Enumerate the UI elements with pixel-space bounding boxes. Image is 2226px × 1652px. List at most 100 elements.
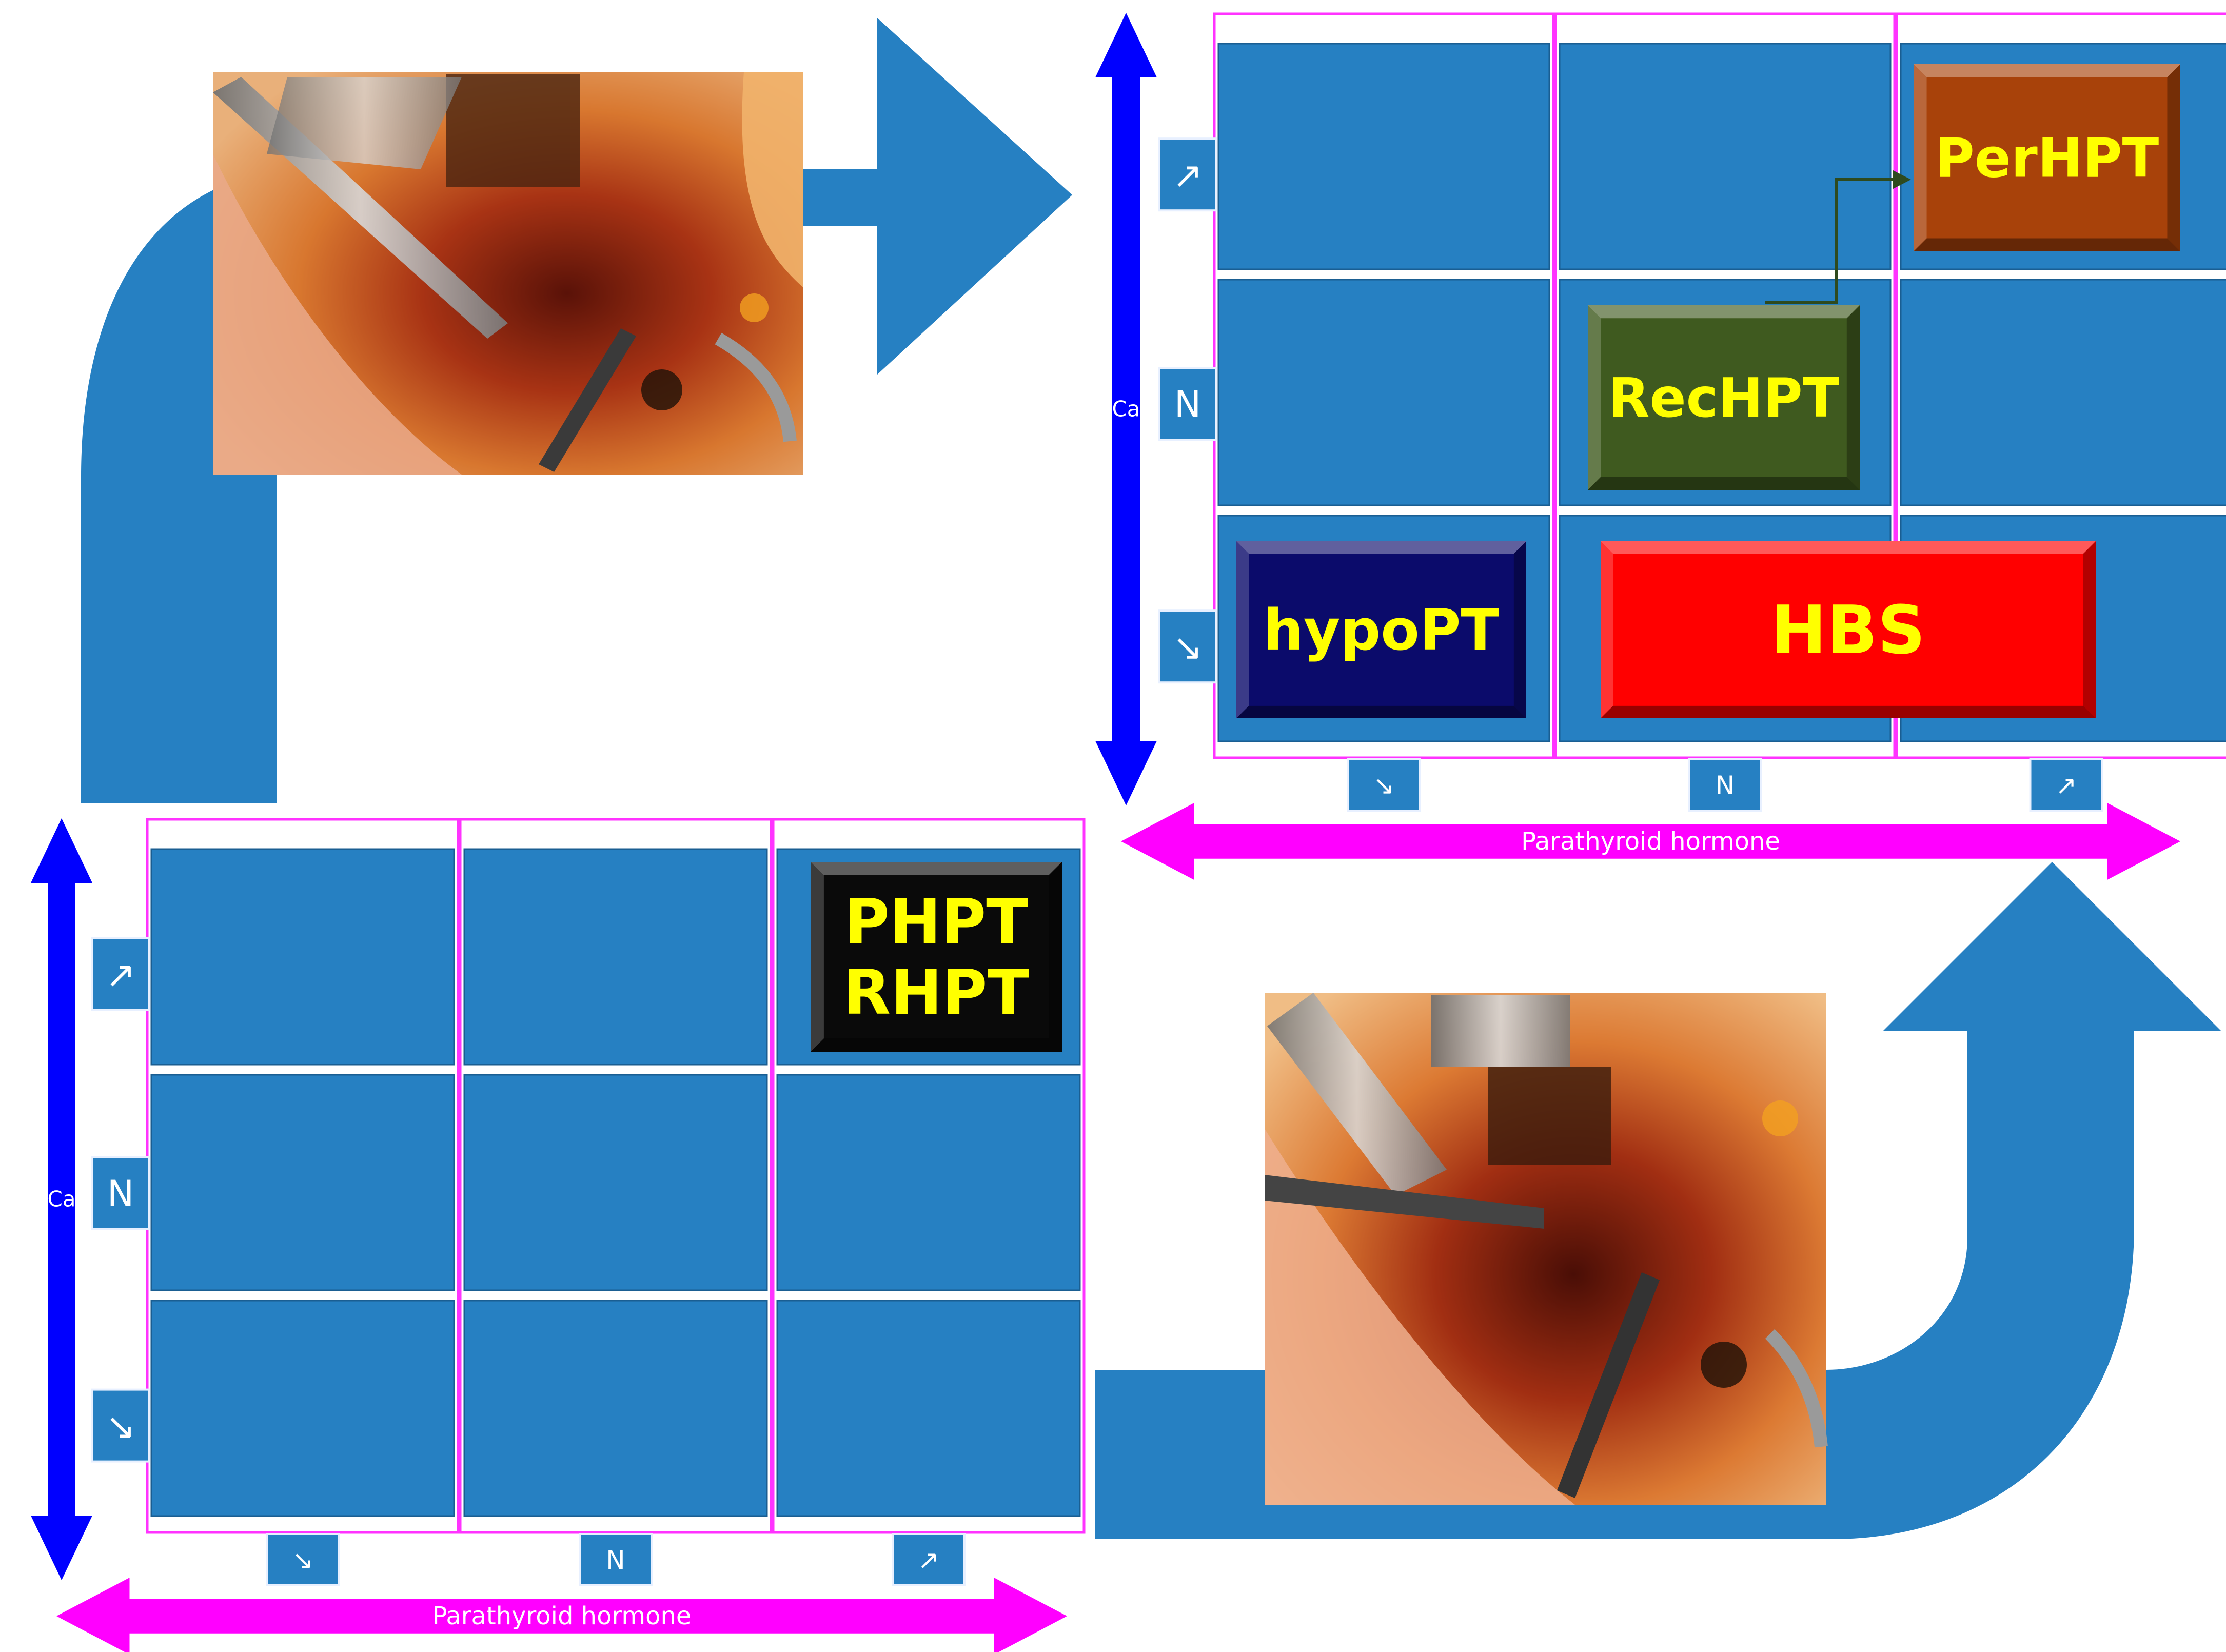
pre-op-row-marker-1-label: N: [107, 1173, 134, 1215]
post-op-row-marker-1: N: [1158, 367, 1217, 441]
pre-op-column-marker-0-label: ↘: [292, 1545, 313, 1575]
connector-arrowhead: [1893, 170, 1911, 189]
rechpt-box: RecHPT: [1588, 305, 1860, 490]
rechpt-box-bevel-right: [1846, 305, 1860, 490]
pre-op-column-marker-1: N: [579, 1533, 653, 1586]
hypopt-box: hypoPT: [1236, 541, 1526, 718]
post-op-column-outline-2: [1895, 12, 2226, 759]
rechpt-box-bevel-top: [1588, 305, 1860, 319]
perhpt-box-bevel-left: [1914, 64, 1927, 251]
pre-op-column-marker-1-box: [579, 1533, 653, 1586]
pre-op-column-marker-2: ↗: [892, 1533, 966, 1586]
hbs-box-bevel-right: [2083, 541, 2096, 718]
perhpt-box-bevel-bottom: [1914, 238, 2180, 251]
phpt-rhpt-box-text-1: RHPT: [843, 957, 1030, 1029]
pre-op-column-outline-1: [459, 818, 773, 1534]
pre-op-cell-r2-c1: [463, 1300, 768, 1517]
pre-op-cell-r2-c0: [150, 1300, 455, 1517]
rechpt-box-bevel-left: [1588, 305, 1601, 490]
phpt-rhpt-box-bevel-bottom: [811, 1038, 1062, 1052]
post-op-cell-r1-c2: [1900, 279, 2226, 506]
post-op-column-marker-1: N: [1688, 758, 1762, 812]
pre-op-row-marker-2-label: ↘: [106, 1405, 136, 1447]
post-op-column-marker-0-label: ↘: [1373, 771, 1395, 800]
post-op-column-marker-0: ↘: [1347, 758, 1421, 812]
hbs-box-bevel-left: [1601, 541, 1613, 718]
post-op-pth-axis-shape: [1121, 803, 2180, 880]
hypopt-box-bevel-left: [1236, 541, 1249, 718]
pre-op-cell-r0-c0: [150, 848, 455, 1066]
pre-op-column-marker-0: ↘: [266, 1533, 340, 1586]
pre-op-row-marker-2-box: [91, 1388, 150, 1463]
post-op-column-marker-1-label: N: [1716, 771, 1735, 800]
post-op-ca-axis-label: Ca: [1112, 397, 1140, 422]
perhpt-box-bevel-top: [1914, 64, 2180, 77]
pre-op-cell-r1-c1: [463, 1074, 768, 1291]
intraoperative-photo-bottom: [1265, 993, 1828, 1505]
post-op-row-marker-2-label: ↘: [1173, 626, 1203, 668]
phpt-rhpt-box-text-0: PHPT: [844, 887, 1028, 958]
pre-op-cell-r1-c2: [776, 1074, 1081, 1291]
post-op-row-marker-2: ↘: [1158, 609, 1217, 684]
post-op-row-marker-1-label: N: [1174, 383, 1201, 425]
pre-op-row-marker-2: ↘: [91, 1388, 150, 1463]
pre-op-ca-axis-shape: [31, 818, 92, 1580]
post-op-pth-axis-label: Parathyroid hormone: [1521, 827, 1780, 856]
hypopt-box-text-0: hypoPT: [1264, 597, 1500, 663]
post-op-cell-r0-c1: [1559, 43, 1892, 270]
phpt-rhpt-box-face: [811, 862, 1062, 1052]
pre-op-cell-r2-c2: [776, 1300, 1081, 1517]
pre-op-row-marker-1: N: [91, 1156, 150, 1230]
hbs-box-bevel-top: [1601, 541, 2096, 554]
post-op-row-marker-1-box: [1158, 367, 1217, 441]
pre-op-pth-axis-label: Parathyroid hormone: [432, 1602, 692, 1630]
pre-op-ca-axis: Ca: [31, 818, 92, 1580]
pre-op-cell-r0-c1: [463, 848, 768, 1066]
hypopt-box-bevel-bottom: [1236, 705, 1526, 718]
pre-op-row-marker-0-label: ↗: [106, 954, 136, 996]
rechpt-box-text-0: RecHPT: [1608, 367, 1840, 429]
post-op-column-marker-2-box: [2029, 758, 2103, 812]
post-op-column-outline-1: [1554, 12, 1896, 759]
pre-op-pth-axis: Parathyroid hormone: [56, 1578, 1067, 1652]
rechpt-box-bevel-bottom: [1588, 477, 1860, 490]
perhpt-box: PerHPT: [1914, 64, 2180, 251]
phpt-rhpt-box-bevel-right: [1049, 862, 1062, 1052]
pre-op-ca-axis-label: Ca: [47, 1187, 75, 1212]
intraoperative-photo-top: [213, 72, 803, 475]
pre-op-column-marker-1-label: N: [606, 1545, 625, 1575]
perhpt-box-face: [1914, 64, 2180, 251]
hbs-box-bevel-bottom: [1601, 705, 2096, 718]
recurrence-to-persistence-connector: [1765, 170, 1911, 304]
pre-op-row-marker-0-box: [91, 937, 150, 1011]
post-op-row-marker-0-label: ↗: [1173, 154, 1203, 196]
hypopt-box-bevel-right: [1513, 541, 1526, 718]
post-op-ca-axis: Ca: [1095, 13, 1157, 805]
post-op-cell-r0-c0: [1217, 43, 1550, 270]
post-op-column-marker-0-box: [1347, 758, 1421, 812]
pre-op-row-marker-0: ↗: [91, 937, 150, 1011]
post-op-row-marker-0: ↗: [1158, 137, 1217, 212]
post-op-cell-r1-c0: [1217, 279, 1550, 506]
post-op-row-marker-2-box: [1158, 609, 1217, 684]
post-op-column-marker-1-box: [1688, 758, 1762, 812]
perhpt-box-bevel-right: [2167, 64, 2180, 251]
post-op-column-marker-2-label: ↗: [2056, 771, 2077, 800]
hbs-box-face: [1601, 541, 2096, 718]
connector-line: [1765, 178, 1898, 304]
hbs-box: HBS: [1601, 541, 2096, 718]
rechpt-box-face: [1588, 305, 1860, 490]
post-op-row-marker-0-box: [1158, 137, 1217, 212]
pre-op-row-marker-1-box: [91, 1156, 150, 1230]
pre-op-column-marker-2-box: [892, 1533, 966, 1586]
post-op-pth-axis: Parathyroid hormone: [1121, 803, 2180, 880]
hypopt-box-bevel-top: [1236, 541, 1526, 554]
perhpt-box-text-0: PerHPT: [1935, 127, 2159, 189]
post-op-ca-axis-shape: [1095, 13, 1157, 805]
pre-op-column-outline-2: [772, 818, 1086, 1534]
pre-op-column-marker-2-label: ↗: [918, 1545, 939, 1575]
phpt-rhpt-box-bevel-left: [811, 862, 824, 1052]
